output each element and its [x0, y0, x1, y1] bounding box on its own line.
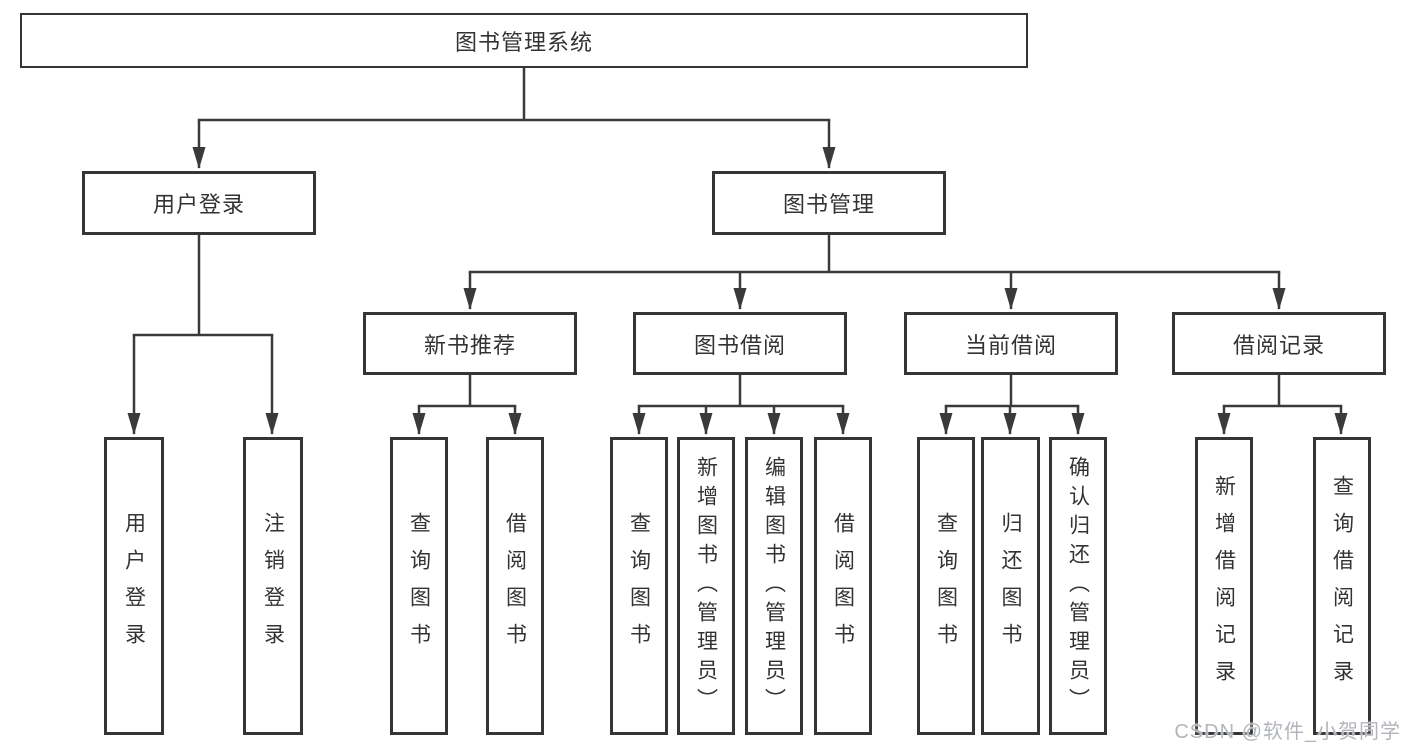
- leaf-borrow-books-1: 借阅图书: [486, 437, 544, 735]
- node-label: 借阅记录: [1232, 332, 1325, 358]
- leaf-edit-books-admin: 编辑图书（管理员）: [745, 437, 803, 735]
- leaf-label: 新增借阅记录: [1212, 475, 1236, 697]
- leaf-query-books-1: 查询图书: [390, 437, 448, 735]
- leaf-confirm-return-admin: 确认归还（管理员）: [1049, 437, 1107, 735]
- leaf-label: 借阅图书: [831, 512, 855, 660]
- leaf-label: 查询图书: [627, 512, 651, 660]
- leaf-borrow-books-2: 借阅图书: [814, 437, 872, 735]
- leaf-add-borrow-record: 新增借阅记录: [1195, 437, 1253, 735]
- leaf-query-books-2: 查询图书: [610, 437, 668, 735]
- node-book-borrowing: 图书借阅: [633, 312, 847, 375]
- node-label: 图书管理: [782, 192, 875, 217]
- node-new-book-recommend: 新书推荐: [363, 312, 577, 375]
- leaf-label: 编辑图书（管理员）: [762, 455, 786, 717]
- node-user-login: 用户登录: [82, 171, 316, 235]
- leaf-query-books-3: 查询图书: [917, 437, 975, 735]
- leaf-label: 用户登录: [122, 512, 146, 660]
- leaf-label: 确认归还（管理员）: [1066, 455, 1090, 717]
- leaf-add-books-admin: 新增图书（管理员）: [677, 437, 735, 735]
- leaf-label: 新增图书（管理员）: [694, 455, 718, 717]
- node-label: 当前借阅: [964, 332, 1057, 358]
- node-current-borrowing: 当前借阅: [904, 312, 1118, 375]
- node-borrowing-records: 借阅记录: [1172, 312, 1386, 375]
- leaf-label: 查询图书: [934, 512, 958, 660]
- leaf-query-borrow-record: 查询借阅记录: [1313, 437, 1371, 735]
- node-library-system: 图书管理系统: [20, 13, 1028, 68]
- leaf-label: 查询借阅记录: [1330, 475, 1354, 697]
- node-label: 图书借阅: [693, 332, 786, 358]
- leaf-return-books: 归还图书: [981, 437, 1040, 735]
- leaf-label: 借阅图书: [503, 512, 527, 660]
- leaf-label: 注销登录: [261, 512, 285, 660]
- node-label: 新书推荐: [423, 332, 516, 358]
- node-label: 图书管理系统: [454, 29, 593, 55]
- leaf-user-login: 用户登录: [104, 437, 164, 735]
- node-book-management: 图书管理: [712, 171, 946, 235]
- leaf-label: 查询图书: [407, 512, 431, 660]
- node-label: 用户登录: [152, 192, 245, 217]
- leaf-logout: 注销登录: [243, 437, 303, 735]
- leaf-label: 归还图书: [999, 512, 1022, 660]
- csdn-watermark: CSDN @软件_小贺同学: [1174, 721, 1401, 743]
